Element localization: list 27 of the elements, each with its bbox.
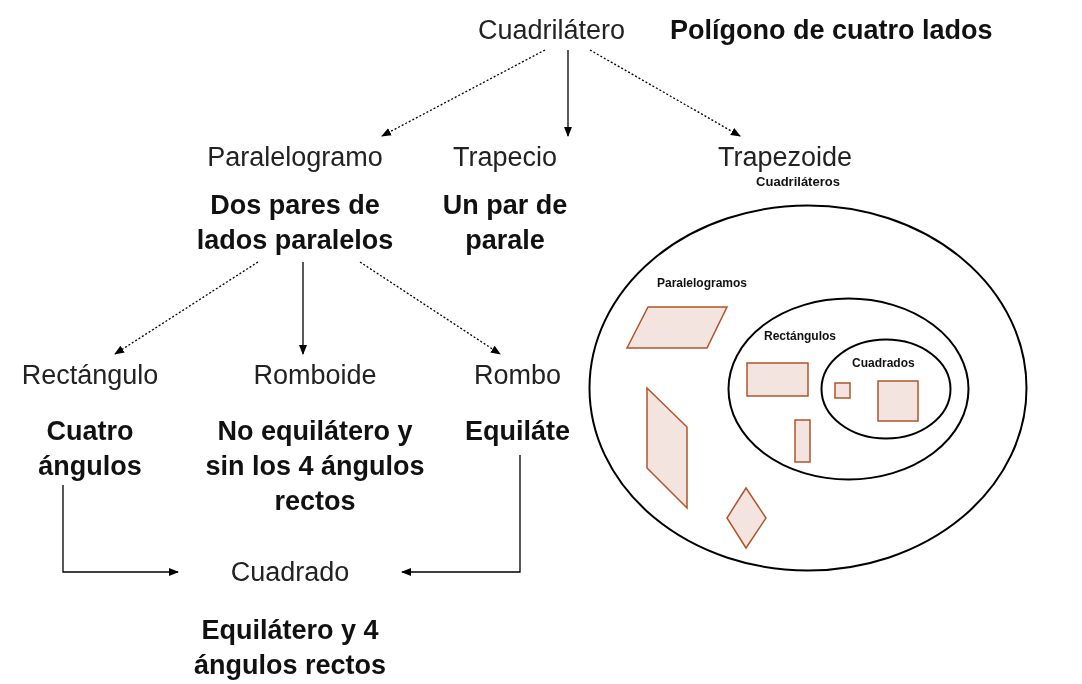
definition-text: Dos pares de lados paralelos (195, 189, 395, 257)
definition-text: Cuatro ángulos (37, 415, 143, 483)
term-name: Rombo (473, 359, 561, 392)
panel-title: Cuadriláteros (755, 174, 841, 189)
set-label: Paralelogramos (657, 276, 748, 290)
term-name: Trapecio (452, 141, 557, 174)
arrow (114, 261, 259, 355)
term-name: Cuadrado (230, 556, 350, 589)
set-label: Rectángulos (764, 329, 836, 343)
arrow (299, 261, 307, 355)
term-name: Romboide (253, 359, 377, 392)
term-name: Cuadrilátero (478, 14, 626, 47)
definition-text: No equilátero y sin los 4 ángulos rectos (204, 415, 426, 518)
arrow (589, 49, 741, 137)
definition-text: Un par de parale (441, 189, 569, 257)
definition-text: Equilátero y 4 ángulos rectos (192, 614, 387, 682)
term-name: Trapezoide (717, 141, 853, 174)
arrow (381, 49, 546, 137)
term-name: Rectángulo (21, 359, 159, 392)
arrow (401, 454, 521, 576)
arrow (564, 49, 572, 137)
definition-text: Equiláte (465, 415, 570, 448)
term-name: Paralelogramo (207, 141, 383, 174)
set-label: Cuadrados (852, 356, 915, 370)
arrow (62, 484, 179, 576)
definition-text: Polígono de cuatro lados (670, 13, 993, 47)
arrow (359, 261, 501, 355)
